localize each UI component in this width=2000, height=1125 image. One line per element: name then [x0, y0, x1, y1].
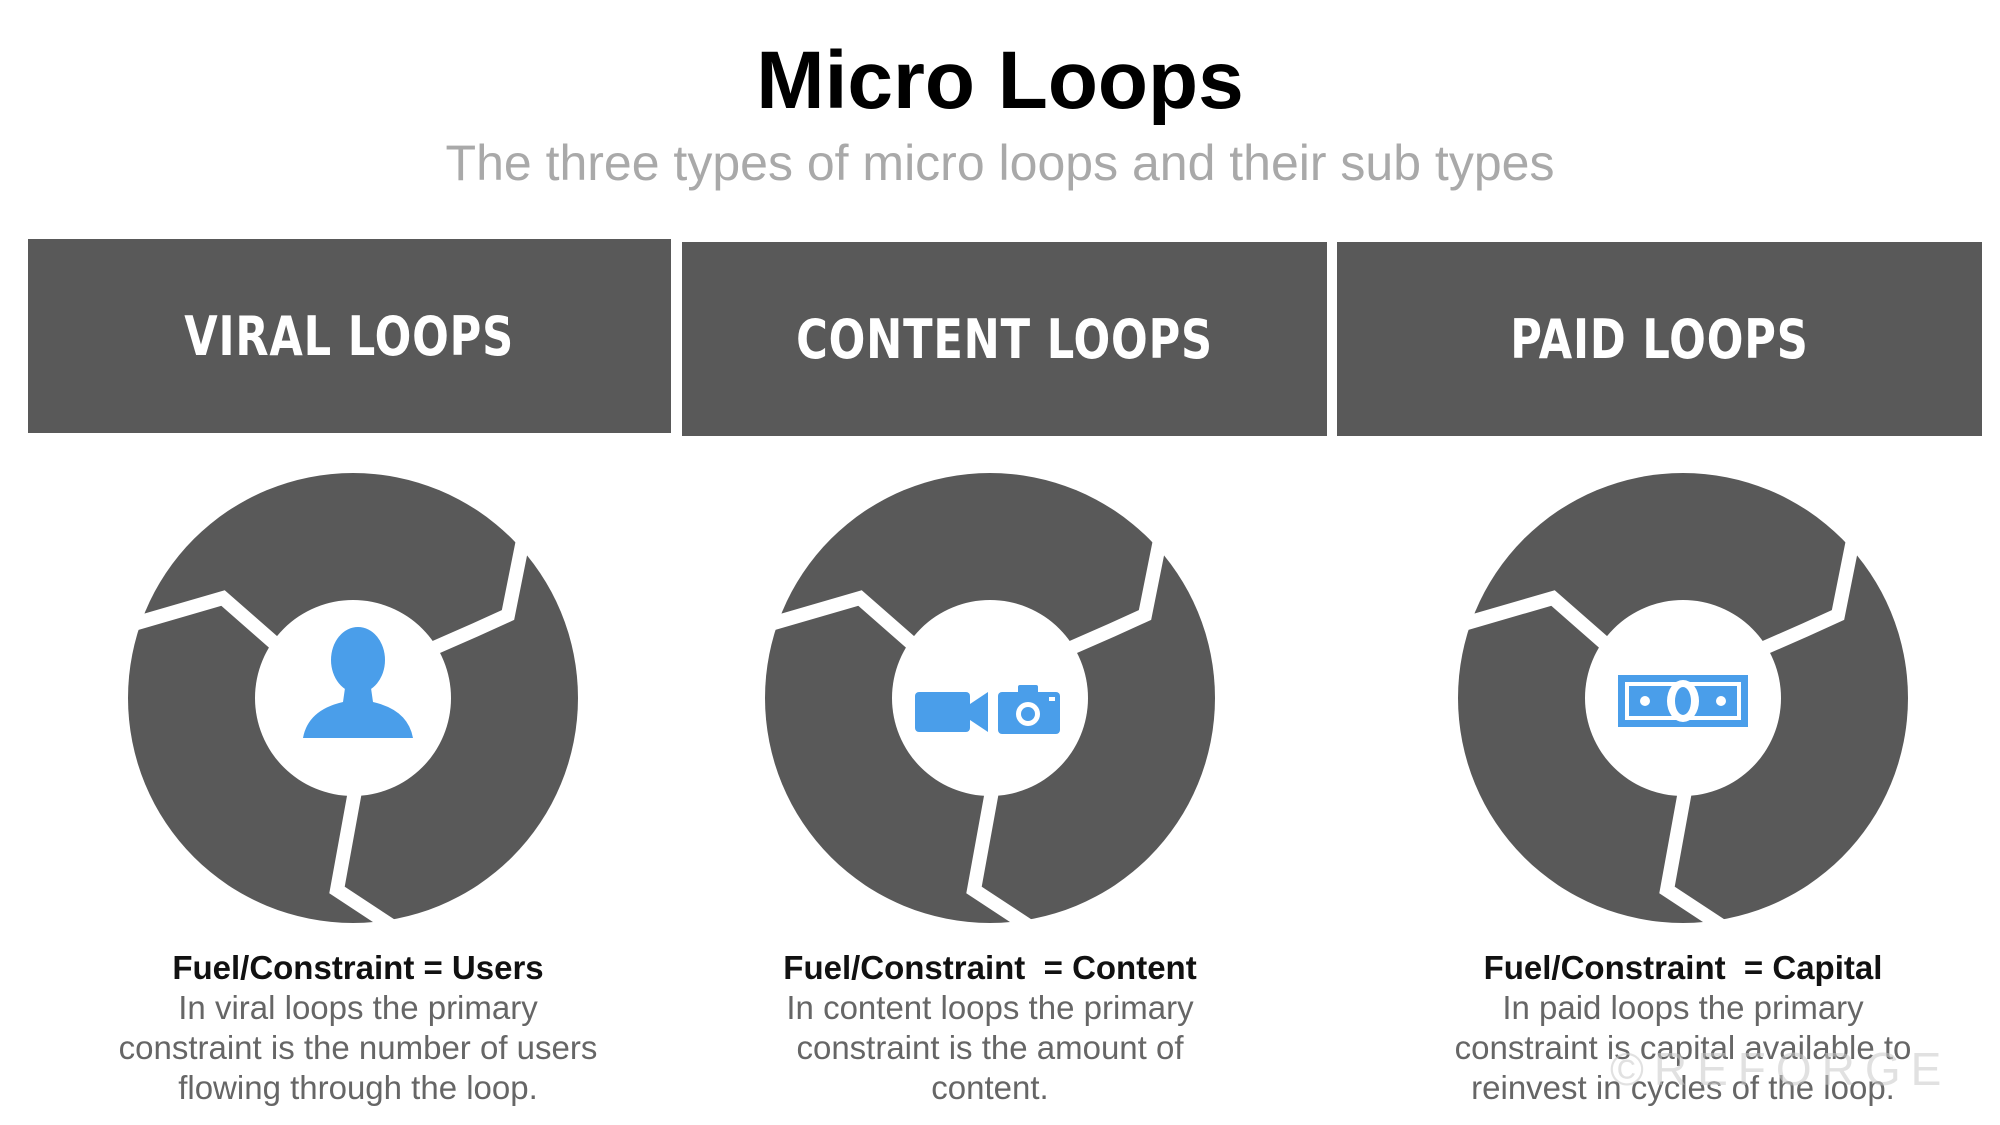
description-line: In paid loops the primary — [1502, 989, 1864, 1026]
cycle-arrows-icon — [1453, 473, 1908, 940]
header-label: VIRAL LOOPS — [184, 304, 515, 368]
viral-loop-cycle — [123, 470, 583, 940]
page-subtitle: The three types of micro loops and their… — [445, 135, 1555, 191]
description-line: In viral loops the primary — [178, 989, 538, 1026]
description-line: constraint is capital available to — [1454, 1029, 1912, 1066]
paid-loop-cycle — [1453, 470, 1913, 940]
cycle-arrows-icon — [760, 473, 1215, 940]
header-paid-loops: PAID LOOPS — [1337, 242, 1982, 436]
money-bill-icon — [1618, 675, 1748, 727]
viral-loop-description: Fuel/Constraint = Users In viral loops t… — [38, 948, 678, 1108]
video-camera-icon — [915, 692, 988, 732]
fuel-constraint-label: Fuel/Constraint = Capital — [1483, 949, 1883, 986]
description-line: constraint is the amount of — [796, 1029, 1184, 1066]
fuel-constraint-label: Fuel/Constraint = Users — [172, 949, 544, 986]
paid-loop-description: Fuel/Constraint = Capital In paid loops … — [1363, 948, 2000, 1108]
description-line: reinvest in cycles of the loop. — [1471, 1069, 1895, 1106]
content-loop-description: Fuel/Constraint = Content In content loo… — [670, 948, 1310, 1108]
photo-camera-icon — [998, 685, 1060, 734]
page-title: Micro Loops — [756, 35, 1244, 126]
description-line: constraint is the number of users — [118, 1029, 598, 1066]
reforge-watermark: ©REFORGE — [1610, 1043, 1952, 1095]
fuel-constraint-label: Fuel/Constraint = Content — [783, 949, 1197, 986]
header-content-loops: CONTENT LOOPS — [682, 242, 1327, 436]
description-line: In content loops the primary — [786, 989, 1194, 1026]
user-silhouette-icon — [303, 627, 413, 738]
header-viral-loops: VIRAL LOOPS — [28, 239, 671, 433]
header-label: CONTENT LOOPS — [796, 307, 1213, 371]
header-label: PAID LOOPS — [1510, 307, 1809, 371]
description-line: content. — [931, 1069, 1049, 1106]
content-loop-cycle — [760, 470, 1220, 940]
description-line: flowing through the loop. — [178, 1069, 538, 1106]
